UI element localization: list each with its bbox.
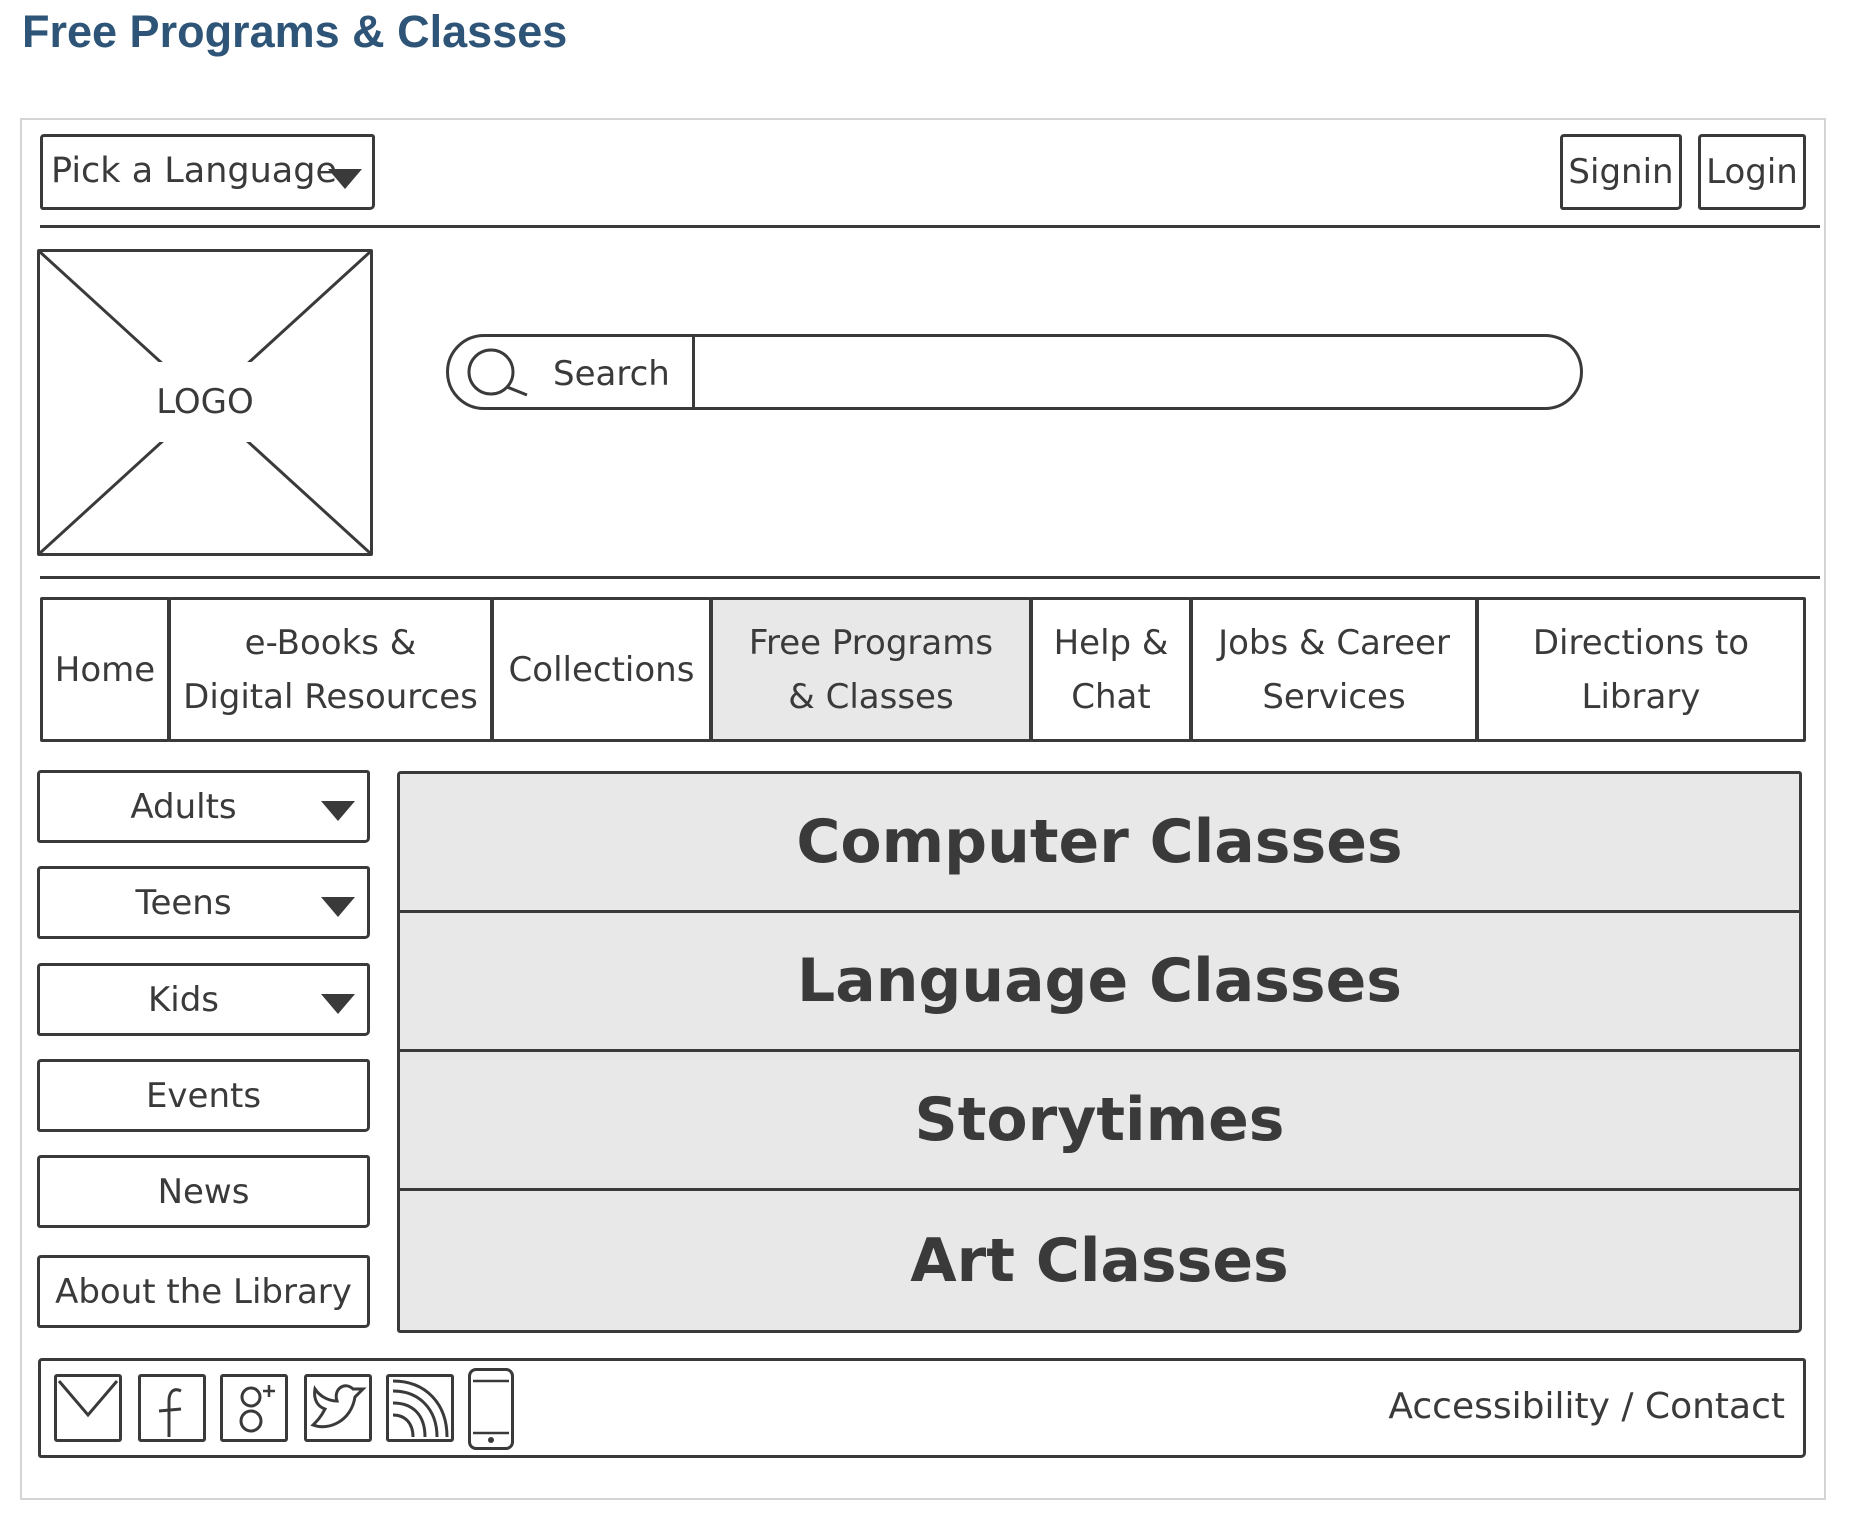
nav-item-help-chat[interactable]: Help &Chat	[1030, 597, 1192, 742]
language-dropdown-label: Pick a Language	[51, 151, 337, 191]
chevron-down-icon	[321, 801, 355, 821]
search-divider	[692, 337, 695, 407]
search-icon	[467, 348, 528, 397]
chevron-down-icon	[321, 994, 355, 1014]
search-label: Search	[553, 354, 670, 394]
logo-label: LOGO	[156, 382, 254, 422]
signin-button[interactable]: Signin	[1560, 134, 1682, 210]
sidebar-item-label: Adults	[130, 786, 237, 827]
facebook-icon[interactable]	[138, 1374, 206, 1442]
sidebar-item-label: Teens	[135, 882, 232, 923]
nav-item-free-programs[interactable]: Free Programs& Classes	[710, 597, 1032, 742]
rss-icon[interactable]	[386, 1374, 454, 1442]
login-label: Login	[1706, 152, 1798, 192]
signin-label: Signin	[1568, 152, 1674, 192]
content-row-computer-classes[interactable]: Computer Classes	[400, 774, 1799, 913]
logo-placeholder: LOGO	[37, 249, 373, 556]
nav-item-collections[interactable]: Collections	[491, 597, 712, 742]
mail-icon[interactable]	[54, 1374, 122, 1442]
content-row-label: Storytimes	[914, 1085, 1285, 1155]
content-row-storytimes[interactable]: Storytimes	[400, 1052, 1799, 1191]
content-row-art-classes[interactable]: Art Classes	[400, 1191, 1799, 1330]
language-dropdown[interactable]: Pick a Language	[40, 134, 375, 210]
twitter-icon[interactable]	[304, 1374, 372, 1442]
sidebar-item-adults[interactable]: Adults	[37, 770, 370, 843]
search-input[interactable]	[699, 337, 1550, 407]
accessibility-contact-link[interactable]: Accessibility / Contact	[1388, 1386, 1785, 1427]
nav-item-ebooks[interactable]: e-Books &Digital Resources	[168, 597, 493, 742]
search-bar[interactable]: Search	[446, 334, 1583, 410]
sidebar-item-label: Kids	[147, 979, 220, 1020]
login-button[interactable]: Login	[1698, 134, 1806, 210]
sidebar-item-label: About the Library	[55, 1271, 352, 1312]
sidebar-item-news[interactable]: News	[37, 1155, 370, 1228]
sidebar-item-label: News	[157, 1171, 250, 1212]
content-row-label: Computer Classes	[796, 807, 1403, 877]
header-divider-bottom	[40, 576, 1820, 579]
page-title: Free Programs & Classes	[22, 6, 568, 57]
chevron-down-icon	[321, 897, 355, 917]
content-row-label: Language Classes	[796, 946, 1403, 1016]
content-row-label: Art Classes	[910, 1225, 1289, 1296]
sidebar-item-kids[interactable]: Kids	[37, 963, 370, 1036]
logo-label-wrap: LOGO	[135, 362, 275, 442]
content-panel: Computer Classes Language Classes Storyt…	[397, 771, 1802, 1333]
mobile-icon[interactable]	[468, 1368, 514, 1450]
sidebar-item-label: Events	[145, 1075, 262, 1116]
chevron-down-icon	[328, 169, 362, 189]
sidebar-item-teens[interactable]: Teens	[37, 866, 370, 939]
header-divider-top	[40, 225, 1820, 228]
sidebar-item-about[interactable]: About the Library	[37, 1255, 370, 1328]
google-plus-icon[interactable]	[220, 1374, 288, 1442]
nav-item-home[interactable]: Home	[40, 597, 170, 742]
content-row-language-classes[interactable]: Language Classes	[400, 913, 1799, 1052]
sidebar-item-events[interactable]: Events	[37, 1059, 370, 1132]
